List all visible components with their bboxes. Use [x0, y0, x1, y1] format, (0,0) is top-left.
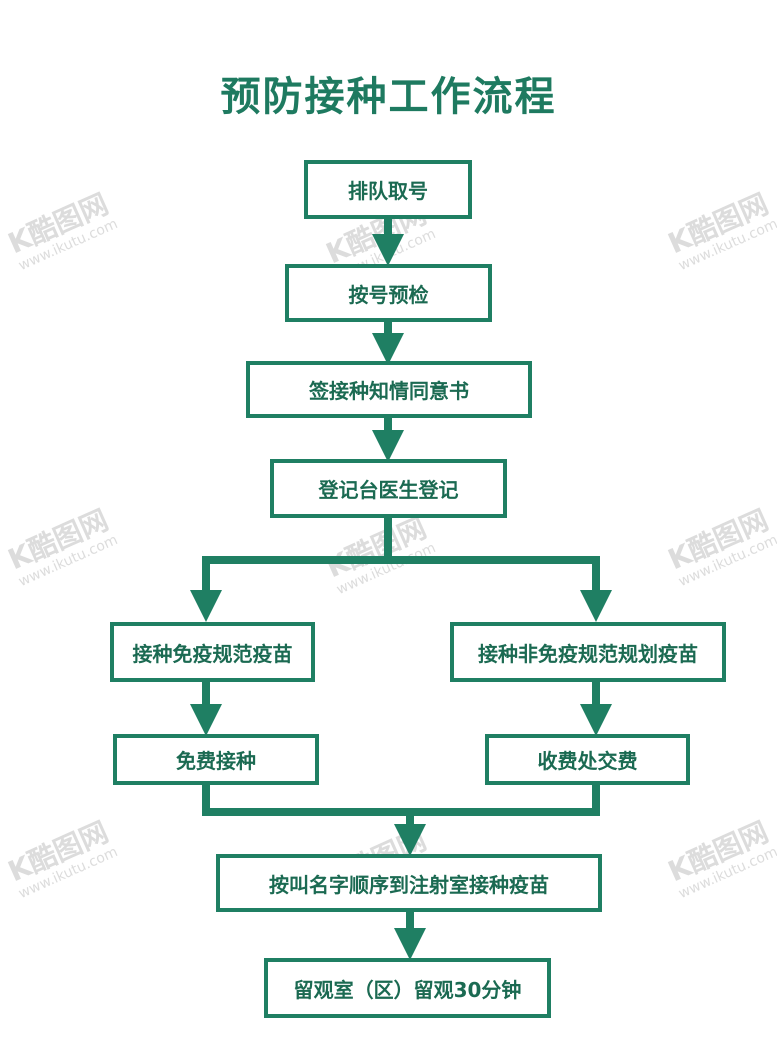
step-call-injection: 按叫名字顺序到注射室接种疫苗 — [216, 854, 602, 912]
step-pay: 收费处交费 — [485, 734, 690, 785]
merge-bar — [202, 785, 600, 816]
step-free-injection: 免费接种 — [113, 734, 319, 785]
step-observe: 留观室（区）留观30分钟 — [264, 958, 551, 1018]
step-consent: 签接种知情同意书 — [246, 361, 532, 418]
step-free-vaccine: 接种免疫规范疫苗 — [110, 622, 315, 682]
page-title: 预防接种工作流程 — [220, 74, 557, 120]
step-queue: 排队取号 — [304, 160, 472, 219]
step-precheck: 按号预检 — [285, 264, 492, 322]
step-register: 登记台医生登记 — [270, 459, 507, 518]
branch-bar — [202, 556, 600, 608]
step-nonfree-vaccine: 接种非免疫规范规划疫苗 — [450, 622, 726, 682]
